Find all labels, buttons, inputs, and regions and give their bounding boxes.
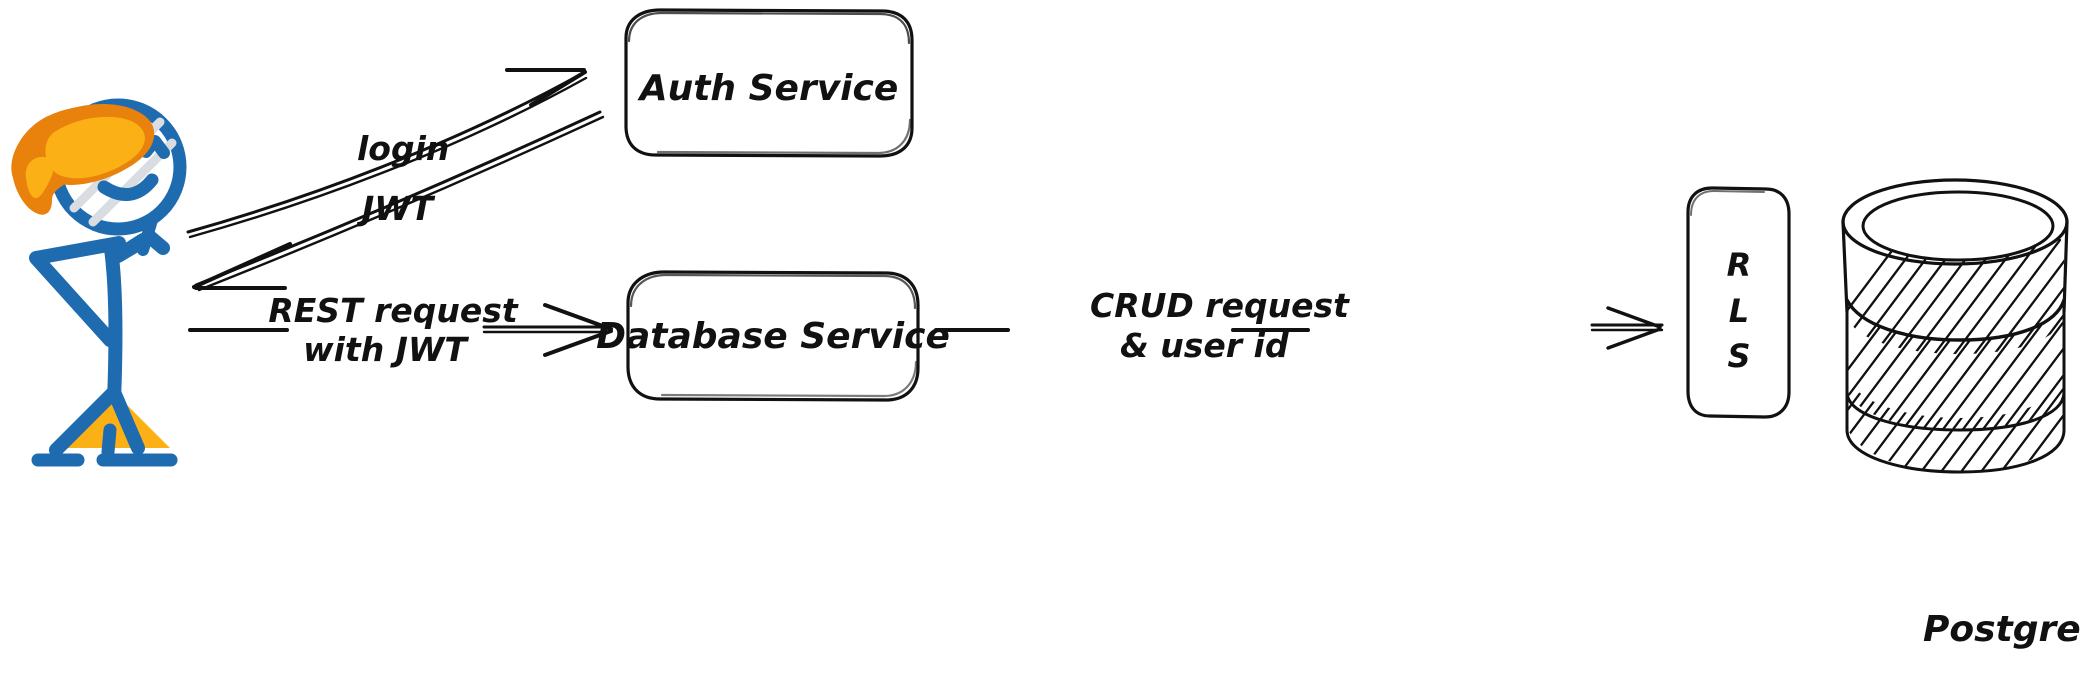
user-cap-inner [45, 116, 145, 179]
user-leg [101, 423, 117, 459]
node-postgres-label: Postgres [1923, 609, 2080, 650]
user-skirt-right [107, 385, 145, 455]
user-smile [97, 173, 159, 201]
edge-jwt-label: JWT [356, 189, 436, 228]
edge-rest-request-label-line2: with JWT [303, 330, 469, 369]
user-torso [104, 242, 123, 407]
user-skirt-fill [60, 392, 170, 448]
user-skirt-left [49, 385, 121, 457]
edge-rest-request [188, 303, 613, 357]
edge-crud-request-label-line1: CRUD request [1090, 286, 1350, 325]
edge-crud-request-label-line2: & user id [1120, 326, 1289, 365]
postgres-top-opening [1863, 192, 2053, 260]
postgres-segment-middle-hatch [1847, 300, 2064, 430]
node-rls[interactable] [1686, 186, 1791, 419]
node-auth-service[interactable] [624, 8, 914, 158]
postgres-segment-top-hatch [1847, 238, 2064, 354]
node-database-service-label: Database Service [596, 316, 950, 357]
node-database-service[interactable] [626, 270, 920, 402]
user-cap-tip [25, 156, 54, 199]
node-postgres[interactable] [1780, 178, 2080, 500]
edge-rest-request-label-line1: REST request [268, 291, 519, 330]
user-stick-figure [11, 98, 187, 467]
user-arm-right [111, 230, 170, 263]
edge-login-label: login [357, 129, 449, 168]
user-arm-left [29, 236, 126, 347]
edge-jwt [192, 110, 605, 292]
edge-login [186, 68, 588, 239]
node-rls-label-s: S [1727, 337, 1750, 375]
node-auth-service-label: Auth Service [637, 68, 899, 109]
node-rls-label-r: R [1727, 246, 1752, 284]
postgres-top-inner-edge [1861, 190, 2055, 262]
edge-crud-request [934, 306, 1664, 350]
node-rls-label-l: L [1729, 292, 1749, 330]
